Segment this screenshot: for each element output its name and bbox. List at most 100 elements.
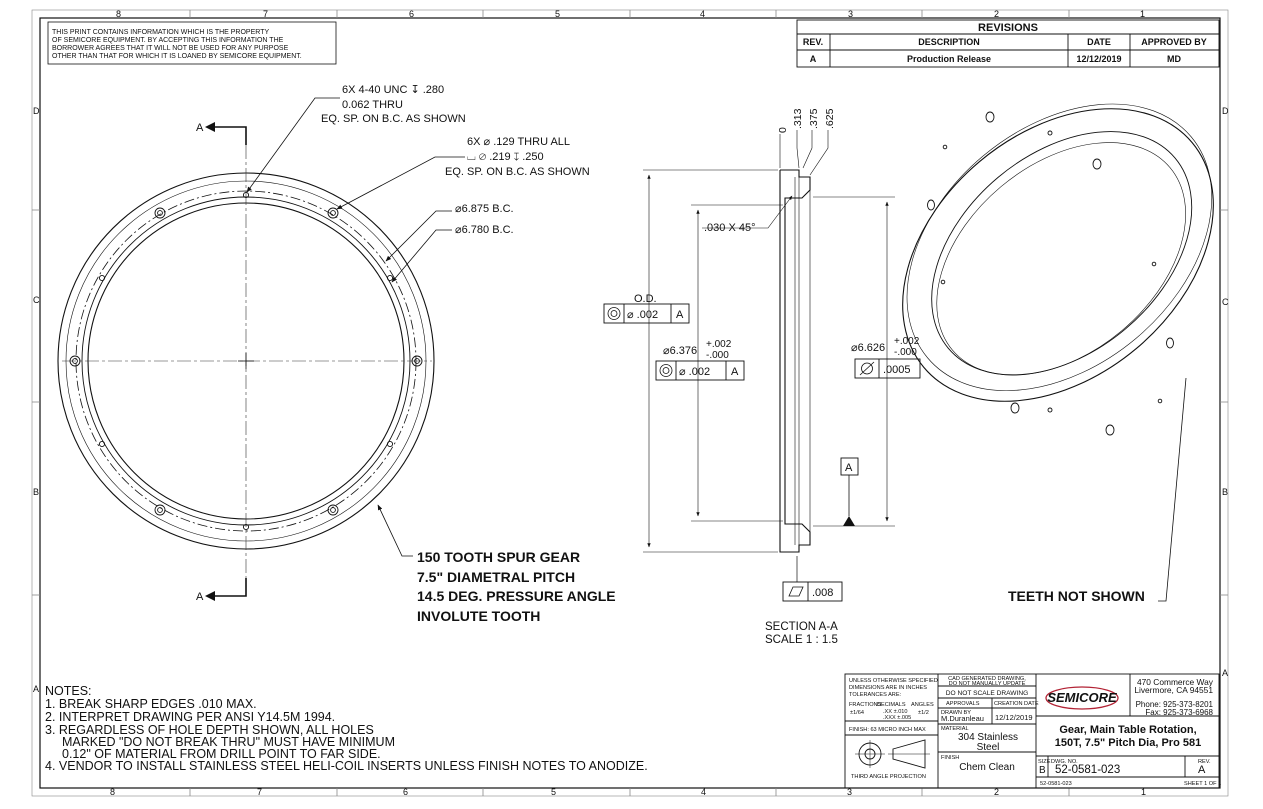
sheet-number: SHEET 1 OF 1 — [1184, 781, 1221, 787]
section-cut-top — [210, 126, 247, 145]
semicore-logo: SEMICORE — [1045, 686, 1119, 710]
rev-cell: A — [810, 54, 817, 64]
drawing-title-1: Gear, Main Table Rotation, — [1059, 724, 1196, 736]
gear-spec-line-4: INVOLUTE TOOTH — [417, 608, 540, 624]
note-line-4: MARKED "DO NOT BREAK THRU" MUST HAVE MIN… — [62, 735, 395, 749]
zone-col-6: 6 — [409, 9, 414, 19]
cad-note-1: CAD GENERATED DRAWING, — [948, 676, 1026, 682]
od-datum: A — [676, 309, 684, 321]
finish-value: Chem Clean — [959, 762, 1015, 773]
concentricity-frame-bore: ⌀ .002 A — [655, 360, 745, 381]
date-cell: 12/12/2019 — [1076, 54, 1121, 64]
section-label-bottom: A — [196, 591, 204, 603]
section-title: SECTION A-A — [765, 621, 838, 633]
bolt-circle-inner-label: ⌀6.780 B.C. — [455, 224, 514, 236]
datum-a-label: A — [845, 462, 853, 474]
section-view: 0 .313 .375 .625 .030 X 45° O.D. ⌀ .002 … — [603, 108, 921, 646]
zone-row-a: A — [33, 684, 39, 694]
od-label: O.D. — [634, 293, 657, 305]
rev-value: A — [1198, 764, 1206, 776]
thru-hole-callout-3: EQ. SP. ON B.C. AS SHOWN — [445, 166, 590, 178]
tol-fractions: ±1/64 — [850, 710, 864, 716]
creation-date-label: CREATION DATE — [994, 701, 1039, 707]
zone-row-c: C — [33, 295, 40, 305]
title-block: UNLESS OTHERWISE SPECIFIED DIMENSIONS AR… — [844, 673, 1221, 789]
gear-spec-line-1: 150 TOOTH SPUR GEAR — [417, 549, 580, 565]
concentricity-icon-2 — [659, 364, 673, 377]
od-tolerance: ⌀ .002 — [627, 309, 658, 321]
zone-col-5-bottom: 5 — [551, 787, 556, 797]
drawing-title-2: 150T, 7.5" Pitch Dia, Pro 581 — [1055, 737, 1201, 749]
disclaimer-box: THIS PRINT CONTAINS INFORMATION WHICH IS… — [47, 21, 337, 65]
note-line-2: 2. INTERPRET DRAWING PER ANSI Y14.5M 199… — [45, 710, 335, 724]
material-label: MATERIAL — [941, 726, 969, 732]
material-line-2: Steel — [977, 742, 1000, 753]
disclaimer-line-1: THIS PRINT CONTAINS INFORMATION WHICH IS… — [52, 29, 269, 36]
bore-datum: A — [731, 366, 739, 378]
zone-row-c-right: C — [1222, 297, 1229, 307]
do-not-scale: DO NOT SCALE DRAWING — [946, 690, 1028, 697]
finish-spec: FINISH: 63 MICRO INCH MAX — [849, 727, 926, 733]
zone-row-b-right: B — [1222, 487, 1228, 497]
size-value: B — [1039, 765, 1046, 776]
approvals-label: APPROVALS — [946, 701, 980, 707]
note-line-3: 3. REGARDLESS OF HOLE DEPTH SHOWN, ALL H… — [45, 723, 374, 737]
zone-row-a-right: A — [1222, 668, 1228, 678]
tapped-hole-callout-3: EQ. SP. ON B.C. AS SHOWN — [321, 113, 466, 125]
teeth-not-shown-label: TEETH NOT SHOWN — [1008, 588, 1145, 604]
projection-label: THIRD ANGLE PROJECTION — [851, 774, 926, 780]
tol-decimal-3place: .XXX ±.005 — [883, 715, 911, 721]
pilot-tol-minus: -.000 — [894, 347, 917, 358]
rev-label: REV. — [1198, 759, 1211, 765]
cad-note-2: DO NOT MANUALLY UPDATE — [949, 681, 1026, 687]
date-col-header: DATE — [1087, 37, 1111, 47]
section-scale: SCALE 1 : 1.5 — [765, 634, 838, 646]
material-line-1: 304 Stainless — [958, 732, 1018, 743]
zone-col-8: 8 — [116, 9, 121, 19]
tapped-hole-callout-1: 6X 4-40 UNC ↧ .280 — [342, 84, 444, 96]
ordinate-375: .375 — [808, 108, 820, 129]
dwg-no: 52-0581-023 — [1055, 764, 1120, 776]
address-line-1: 470 Commerce Way — [1137, 677, 1214, 687]
pilot-diameter: ⌀6.626 — [851, 342, 885, 354]
fax: Fax: 925-373-6968 — [1145, 708, 1213, 717]
cylindricity-frame: .0005 — [854, 358, 921, 379]
tol-col-angles: ANGLES — [911, 702, 934, 708]
bore-tol-minus: -.000 — [706, 350, 729, 361]
pilot-tol-plus: +.002 — [894, 336, 920, 347]
notes-heading: NOTES: — [45, 684, 92, 698]
cylindricity-icon — [861, 362, 873, 375]
ordinate-0: 0 — [777, 127, 789, 133]
zone-col-6-bottom: 6 — [403, 787, 408, 797]
phone: Phone: 925-373-8201 — [1136, 700, 1214, 709]
iso-holes — [927, 111, 1174, 436]
zone-col-1: 1 — [1140, 9, 1145, 19]
chamfer-callout: .030 X 45° — [704, 222, 756, 234]
zone-col-8-bottom: 8 — [110, 787, 115, 797]
disclaimer-line-2: OF SEMICORE EQUIPMENT. BY ACCEPTING THIS… — [52, 37, 284, 44]
concentricity-frame-od: ⌀ .002 A — [603, 303, 690, 324]
datum-a-feature: A — [840, 457, 859, 526]
thru-hole-callout-2: ⌴ ⌀ .219 ↧ .250 — [467, 151, 544, 163]
drawn-by-value: M.Duranleau — [941, 714, 984, 723]
zone-col-3: 3 — [848, 9, 853, 19]
description-col-header: DESCRIPTION — [918, 37, 980, 47]
flatness-icon — [788, 586, 804, 597]
tol-col-fractions: FRACTIONS — [849, 702, 882, 708]
cylindricity-tolerance: .0005 — [883, 364, 911, 376]
zone-col-7-bottom: 7 — [257, 787, 262, 797]
tol-header-3: TOLERANCES ARE: — [849, 692, 902, 698]
concentricity-icon — [607, 307, 621, 320]
zone-col-7: 7 — [263, 9, 268, 19]
note-line-6: 4. VENDOR TO INSTALL STAINLESS STEEL HEL… — [45, 759, 648, 773]
disclaimer-line-3: BORROWER AGREES THAT IT WILL NOT BE USED… — [52, 45, 289, 52]
zone-col-4-bottom: 4 — [701, 787, 706, 797]
approved-col-header: APPROVED BY — [1141, 37, 1207, 47]
iso-outer-edge — [902, 108, 1214, 402]
front-view: A A 6X 4-40 UNC ↧ .280 0.062 THRU — [57, 84, 616, 624]
bolt-circle-outer-label: ⌀6.875 B.C. — [455, 203, 514, 215]
tol-decimal-2place: .XX ±.010 — [883, 709, 908, 715]
zone-col-3-bottom: 3 — [847, 787, 852, 797]
address-line-2: Livermore, CA 94551 — [1134, 685, 1213, 695]
